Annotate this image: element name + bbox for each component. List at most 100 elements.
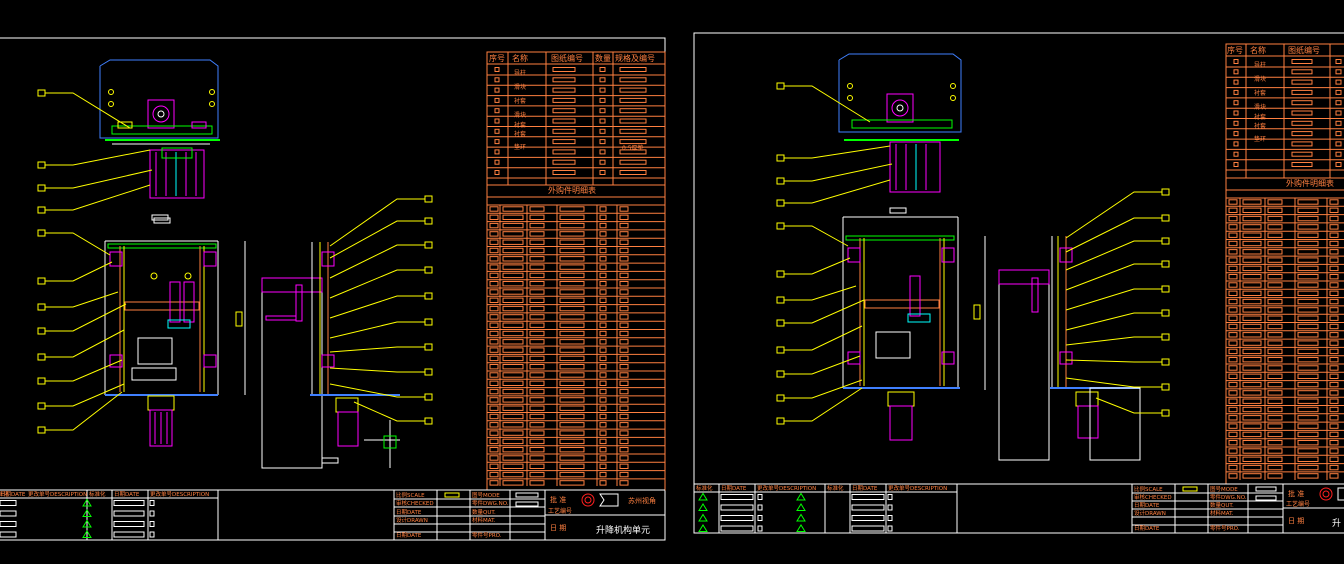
- revision-cell-box: [851, 515, 885, 521]
- bom-cell-box: [619, 87, 647, 93]
- parts-cell-box: [529, 339, 545, 345]
- parts-cell-box: [489, 422, 499, 428]
- revision-cell-box: [757, 515, 763, 521]
- leader-line: [784, 145, 891, 159]
- bom-cell-box: [552, 118, 576, 124]
- parts-cell-box: [489, 438, 499, 445]
- leader-line: [1065, 288, 1162, 311]
- bom-cell-box: [619, 97, 647, 103]
- parts-cell-box: [1228, 381, 1238, 388]
- parts-cell-box: [559, 231, 585, 237]
- revision-cell-box: [720, 504, 754, 511]
- parts-cell-box: [619, 347, 629, 353]
- bom-name-2: 滑块: [514, 83, 526, 91]
- parts-cell-box: [1267, 224, 1283, 230]
- parts-cell-box: [619, 397, 629, 403]
- revision-cell-box: [851, 525, 885, 532]
- parts-cell-box: [1267, 249, 1283, 255]
- leader-line: [1065, 263, 1162, 291]
- parts-cell-box: [599, 447, 607, 453]
- parts-cell-box: [1228, 240, 1238, 247]
- parts-cell-box: [1329, 307, 1339, 313]
- parts-cell-box: [599, 305, 607, 312]
- parts-cell-box: [489, 347, 499, 353]
- parts-cell-box: [1228, 332, 1238, 338]
- parts-cell-box: [619, 272, 629, 279]
- parts-cell-box: [559, 264, 585, 270]
- bom-cell-box: [552, 149, 576, 155]
- parts-cell-box: [502, 380, 524, 387]
- parts-cell-box: [1267, 406, 1283, 413]
- parts-cell-box: [599, 231, 607, 237]
- parts-cell-box: [599, 480, 607, 486]
- parts-cell-box: [559, 380, 585, 387]
- parts-cell-box: [599, 247, 607, 254]
- revision-cell-box: [851, 494, 885, 500]
- leader-line: [329, 220, 425, 259]
- parts-cell-box: [619, 471, 629, 478]
- revision-cell-box: [720, 525, 754, 532]
- parts-cell-box: [559, 322, 585, 328]
- parts-cell-box: [1267, 423, 1283, 429]
- bom-cell-box: [1335, 162, 1342, 167]
- parts-cell-box: [1242, 381, 1262, 388]
- parts-cell-box: [599, 355, 607, 362]
- bom-cell-box: [1291, 89, 1313, 95]
- parts-cell-box: [1228, 215, 1238, 222]
- parts-cell-box: [619, 372, 629, 378]
- parts-cell-box: [502, 355, 524, 362]
- revision-symbol-icon: [698, 503, 708, 511]
- parts-cell-box: [1297, 282, 1319, 288]
- parts-cell-box: [529, 264, 545, 270]
- parts-cell-box: [489, 330, 499, 337]
- parts-cell-box: [1297, 215, 1319, 222]
- leader-line: [329, 295, 425, 319]
- parts-cell-box: [1267, 456, 1283, 463]
- bom-cell-box: [599, 108, 606, 114]
- parts-cell-box: [1329, 215, 1339, 222]
- parts-cell-box: [1329, 282, 1339, 288]
- parts-cell-box: [1329, 431, 1339, 438]
- parts-cell-box: [619, 430, 629, 436]
- bom-text-right: 序号 名称 图纸编号 导柱 滑块 衬套 滑块 衬套 衬套 垫环 外购件明细表: [1227, 45, 1334, 188]
- bom-cell-box: [599, 97, 606, 103]
- parts-cell-box: [1267, 315, 1283, 321]
- rev-header-desc-right: 更改单号DESCRIPTION: [757, 484, 816, 492]
- parts-cell-box: [529, 256, 545, 262]
- parts-cell-box: [489, 339, 499, 345]
- parts-cell-box: [599, 264, 607, 270]
- bom-cell-box: [1291, 120, 1313, 126]
- bom-cell-box: [599, 139, 606, 145]
- parts-cell-box: [1297, 315, 1319, 321]
- parts-cell-box: [1242, 365, 1262, 371]
- drawing-title: 升降机构单元: [596, 524, 650, 536]
- parts-cell-box: [559, 463, 585, 470]
- bom-cell-box: [599, 149, 606, 155]
- parts-cell-box: [599, 222, 607, 229]
- rev-header-std-right-2: 标准化: [827, 484, 844, 492]
- parts-cell-box: [502, 297, 524, 304]
- parts-cell-box: [619, 339, 629, 345]
- parts-cell-box: [619, 463, 629, 470]
- parts-cell-box: [1329, 365, 1339, 371]
- bom-cell-box: [1291, 59, 1313, 64]
- title-block-text-right: 标准化 日期DATE 更改单号DESCRIPTION 标准化 日期DATE 更改…: [696, 484, 1341, 532]
- revision-symbol-icon: [82, 530, 92, 538]
- leader-line: [784, 379, 863, 399]
- parts-cell-box: [1297, 365, 1319, 371]
- parts-cell-box: [1228, 282, 1238, 288]
- bom-rows-left: [486, 67, 665, 486]
- parts-cell-box: [1242, 323, 1262, 330]
- parts-cell-box: [1242, 274, 1262, 280]
- parts-cell-box: [1228, 199, 1238, 205]
- top-view-assembly: [99, 59, 220, 221]
- parts-cell-box: [1228, 456, 1238, 463]
- parts-cell-box: [1267, 274, 1283, 280]
- parts-cell-box: [502, 322, 524, 328]
- parts-cell-box: [1329, 373, 1339, 380]
- leader-line: [1095, 397, 1162, 414]
- info-date-right: 日期DATE: [1134, 502, 1160, 509]
- parts-cell-box: [1329, 398, 1339, 404]
- parts-cell-box: [1297, 257, 1319, 263]
- parts-cell-box: [489, 355, 499, 362]
